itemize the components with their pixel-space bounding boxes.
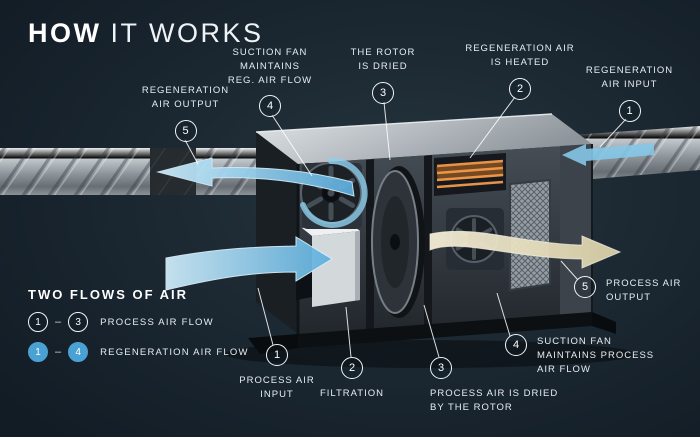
callout-number-4: 4 [259,95,281,118]
title-secondary: IT WORKS [110,18,264,48]
ground-shadow [225,340,635,368]
legend-heading: TWO FLOWS OF AIR [28,287,189,302]
legend-separator: – [55,346,62,358]
callout-process-air-input: 1 PROCESS AIR INPUT [222,344,332,402]
rotor [371,166,425,318]
callout-number-1: 1 [618,99,641,122]
legend-separator: – [55,316,62,328]
title-primary: HOW [28,18,102,48]
callout-label: THE ROTOR IS DRIED [350,47,416,72]
callout-number-4: 4 [505,334,527,356]
callout-label: REGENERATION AIR INPUT [585,65,674,90]
legend-label-regeneration: REGENERATION AIR FLOW [100,346,249,358]
callout-number-1: 1 [266,344,288,366]
legend-circle-3: 3 [68,312,89,332]
page-title: HOW IT WORKS [28,18,264,49]
callout-label: REGENERATION AIR IS HEATED [465,43,575,68]
callout-number-5: 5 [574,276,596,298]
callout-reg-air-input: REGENERATION AIR INPUT 1 [572,64,687,122]
process-output-flow [429,230,622,269]
callout-label: PROCESS AIR OUTPUT [606,278,682,303]
rotor-housing [366,155,432,331]
callout-suction-fan-process: 4 SUCTION FAN MAINTAINS PROCESS AIR FLOW [505,334,654,376]
callout-process-air-dried: 3 PROCESS AIR IS DRIED BY THE ROTOR [430,357,590,415]
regeneration-output-flow [156,157,368,228]
regeneration-input-flow [562,143,654,166]
callout-filtration: 2 FILTRATION [312,357,392,401]
callout-lines [184,96,627,358]
callout-regeneration-air-output: REGENERATION AIR OUTPUT 5 [128,84,243,142]
callout-number-3: 3 [430,357,452,379]
legend-row-regeneration: 1 – 4 REGENERATION AIR FLOW [28,342,249,362]
callout-number-5: 5 [174,119,197,142]
callout-label: REGENERATION AIR OUTPUT [141,85,230,110]
callout-label: FILTRATION [319,388,384,399]
callout-label: PROCESS AIR INPUT [239,375,315,400]
process-input-flow [165,236,333,291]
legend-circle-1-filled: 1 [28,342,48,362]
callout-rotor-is-dried: THE ROTOR IS DRIED 3 [338,46,428,104]
legend-circle-4-filled: 4 [68,342,89,362]
callout-suction-fan-reg: SUCTION FAN MAINTAINS REG. AIR FLOW 4 [215,46,325,118]
legend-row-process: 1 – 3 PROCESS AIR FLOW [28,312,249,332]
callout-number-2: 2 [341,357,363,379]
heater [434,153,506,196]
callout-label: SUCTION FAN MAINTAINS PROCESS AIR FLOW [537,336,655,375]
callout-label: PROCESS AIR IS DRIED BY THE ROTOR [430,388,559,413]
callout-process-air-output: 5 PROCESS AIR OUTPUT [574,276,681,305]
callout-number-2: 2 [509,77,531,100]
legend-label-process: PROCESS AIR FLOW [100,316,214,328]
callout-number-3: 3 [372,81,394,104]
callout-reg-air-heated: REGENERATION AIR IS HEATED 2 [455,42,585,100]
legend: TWO FLOWS OF AIR 1 – 3 PROCESS AIR FLOW … [28,287,249,362]
callout-label: SUCTION FAN MAINTAINS REG. AIR FLOW [227,47,313,86]
outlet-mesh-panel [509,178,551,292]
legend-circle-1: 1 [28,312,48,332]
